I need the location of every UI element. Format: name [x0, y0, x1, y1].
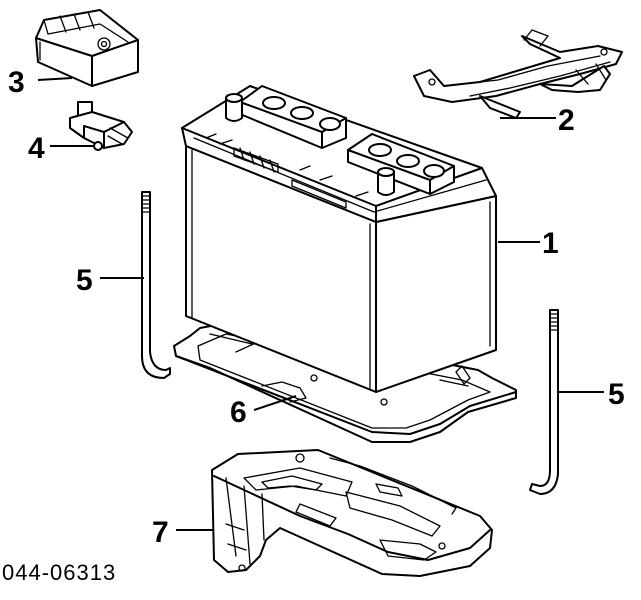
terminal-cover-part	[35, 9, 139, 87]
hold-down-bolt-right-part	[529, 309, 559, 495]
callout-2: 2	[558, 104, 575, 137]
callout-4: 4	[28, 132, 45, 165]
tray-carrier-part	[211, 449, 493, 577]
terminal-clamp-part	[69, 101, 133, 151]
callout-6: 6	[230, 396, 247, 429]
callout-5-left: 5	[76, 264, 93, 297]
callout-3: 3	[8, 66, 25, 99]
leader-6	[253, 395, 297, 411]
callout-labels: 3 4 2 1 5 5 6 7	[8, 66, 625, 549]
leader-lines	[37, 77, 604, 531]
diagram-code: 044-06313	[2, 560, 116, 585]
leader-3	[37, 77, 73, 81]
hold-down-clamp-part	[413, 29, 623, 119]
callout-1: 1	[542, 227, 559, 260]
callout-5-right: 5	[608, 378, 625, 411]
battery-part	[181, 85, 497, 393]
callout-7: 7	[152, 516, 169, 549]
hold-down-bolt-left-part	[141, 191, 171, 379]
